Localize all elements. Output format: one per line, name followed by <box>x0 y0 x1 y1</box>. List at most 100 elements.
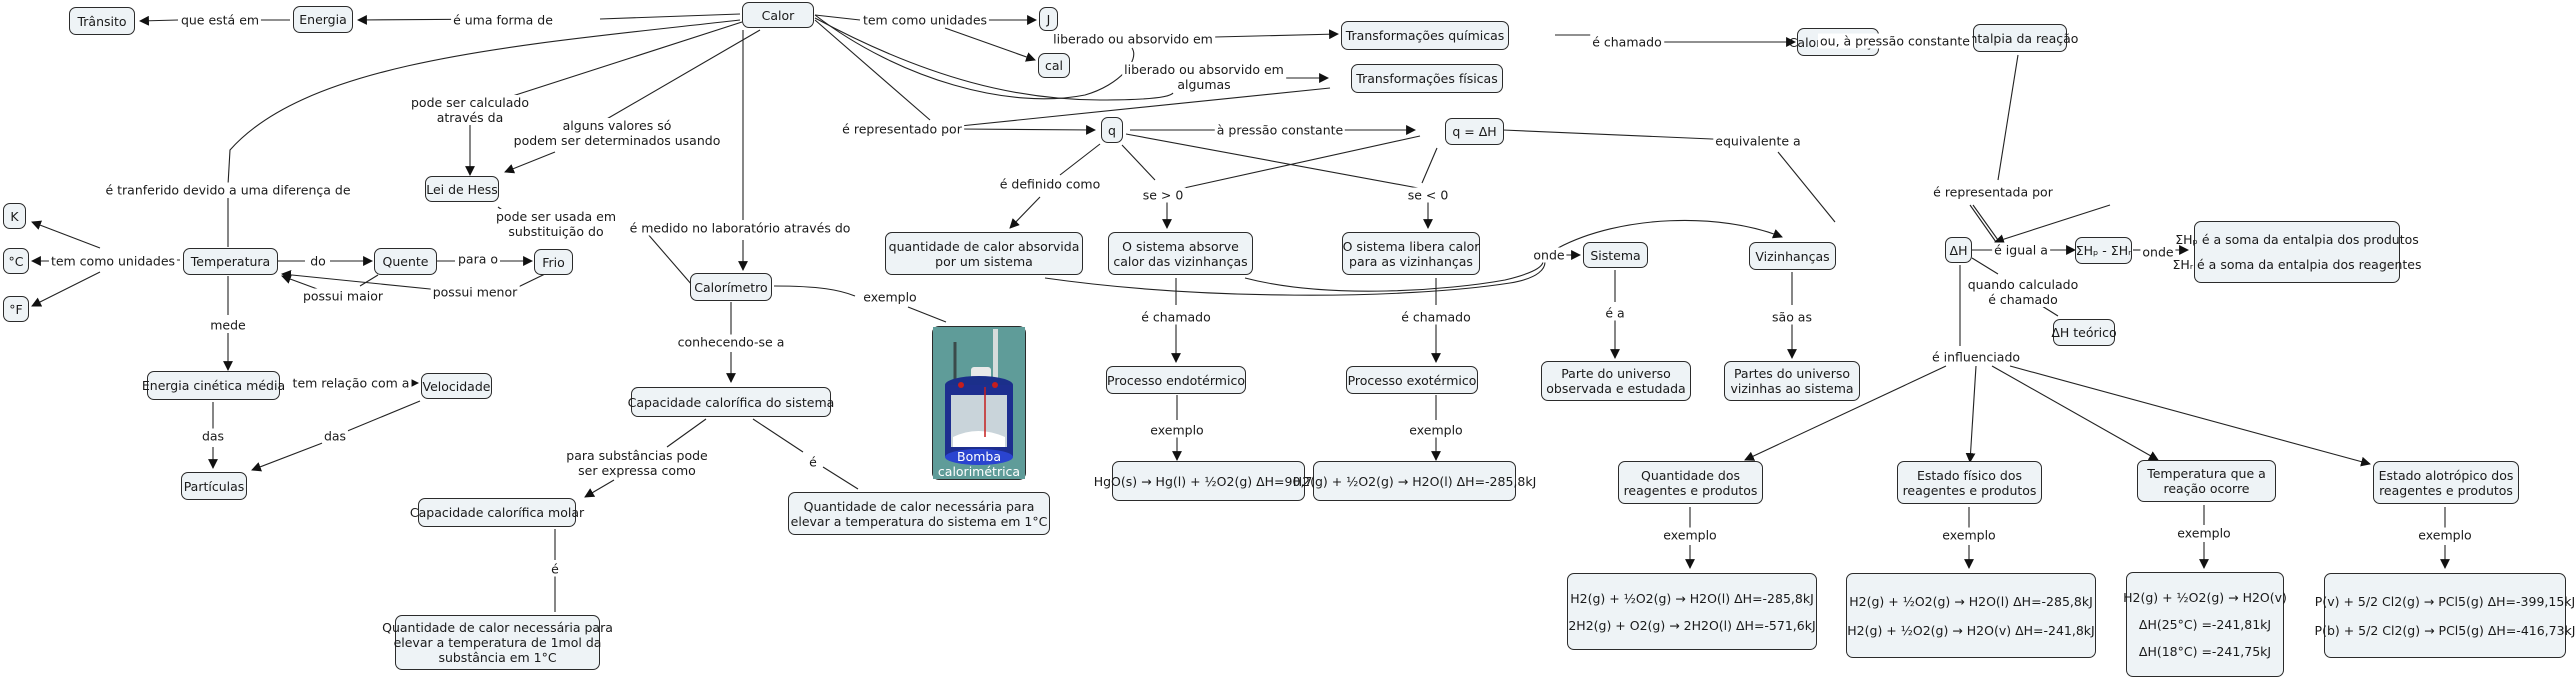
node-label-line: ΣHₚ é a soma da entalpia dos produtos <box>2175 232 2419 247</box>
node-cap-sistema[interactable]: Capacidade calorífica do sistema <box>628 387 834 417</box>
node-fahrenheit[interactable]: °F <box>3 296 29 322</box>
link-line: para substâncias pode <box>566 448 708 463</box>
edge-qdh-semaior <box>1183 135 1421 189</box>
node-estado-fisico[interactable]: Estado físico dos reagentes e produtos <box>1897 461 2042 504</box>
edge-calor-energia <box>599 13 741 20</box>
link-se-menor: se < 0 <box>1405 187 1451 203</box>
node-label-line: substância em 1°C <box>438 650 557 665</box>
node-celsius[interactable]: °C <box>3 248 29 274</box>
node-dh-teorico[interactable]: ΔH teórico <box>2051 319 2117 346</box>
node-label: ΣHₚ - ΣHᵣ <box>2075 243 2132 258</box>
node-def-molar[interactable]: Quantidade de calor necessária para elev… <box>382 615 613 670</box>
node-transf-fisicas[interactable]: Transformações físicas <box>1351 64 1503 93</box>
edge-vel-das <box>344 400 421 433</box>
node-soma[interactable]: ΣHₚ - ΣHᵣ <box>2075 237 2132 264</box>
equation-text: ΔH(18°C) =-241,75kJ <box>2138 644 2272 659</box>
node-quente[interactable]: Quente <box>374 248 437 275</box>
node-label-line: reação ocorre <box>2163 481 2250 496</box>
node-entalpia-reacao[interactable]: Entalpia da reação <box>1962 24 2078 52</box>
edge-rep-dh <box>1972 204 1999 241</box>
node-J[interactable]: J <box>1039 7 1058 31</box>
node-qtd-absorvida[interactable]: quantidade de calor absorvida por um sis… <box>885 232 1083 275</box>
node-label: Processo exotérmico <box>1347 372 1477 388</box>
node-temperatura[interactable]: Temperatura <box>183 248 278 275</box>
link-line: alguns valores só <box>562 118 672 133</box>
node-energia-cinetica[interactable]: Energia cinética média <box>142 371 285 400</box>
link-chamado-exo: é chamado <box>1399 309 1473 325</box>
node-q[interactable]: q <box>1101 117 1123 143</box>
node-label: Trânsito <box>77 13 127 29</box>
link-se-maior: se > 0 <box>1140 187 1186 203</box>
link-medido-lab: é medido no laboratório através do <box>627 220 853 236</box>
node-sistema[interactable]: Sistema <box>1583 242 1648 268</box>
bomba-calorimetrica-image[interactable]: Bomba calorimétrica <box>932 326 1026 480</box>
link-line: quando calculado <box>1967 277 2079 292</box>
node-soma-def[interactable]: ΣHₚ é a soma da entalpia dos produtos ΣH… <box>2173 221 2421 283</box>
edge-onde-vizinhancas <box>1557 219 1783 249</box>
node-label-line: Quantidade dos <box>1640 467 1740 483</box>
equation-temperatura[interactable]: H2(g) + ½O2(g) → H2O(v) ΔH(25°C) =-241,8… <box>2123 572 2287 677</box>
node-transf-quimicas[interactable]: Transformações químicas <box>1341 21 1509 50</box>
node-dh[interactable]: ΔH <box>1945 237 1972 263</box>
node-calor[interactable]: Calor <box>742 2 814 28</box>
link-e-chamado-calor: é chamado <box>1590 34 1664 50</box>
node-endotermico[interactable]: Processo endotérmico <box>1106 366 1246 394</box>
edge-infl-qtd <box>1744 365 1947 461</box>
node-sis-absorve[interactable]: O sistema absorve calor das vizinhanças <box>1108 232 1253 275</box>
edge-infl-temp <box>1991 365 2159 461</box>
equation-alotropico[interactable]: P(v) + 5/2 Cl2(g) → PCl5(g) ΔH=-399,15kJ… <box>2315 573 2575 658</box>
node-label-line: reagentes e produtos <box>1902 482 2037 498</box>
node-label: Partículas <box>183 478 245 494</box>
node-label: J <box>1046 11 1051 27</box>
node-K[interactable]: K <box>3 203 26 229</box>
node-transito[interactable]: Trânsito <box>69 7 135 35</box>
node-exotermico[interactable]: Processo exotérmico <box>1346 366 1478 394</box>
link-definido: é definido como <box>997 176 1103 192</box>
node-temp-reacao[interactable]: Temperatura que a reação ocorre <box>2137 460 2276 502</box>
node-label-line: observada e estudada <box>1546 381 1686 396</box>
link-possui-menor: possui menor <box>430 284 520 300</box>
node-label: Transformações físicas <box>1356 71 1498 86</box>
node-label: Sistema <box>1590 247 1641 263</box>
node-sis-libera[interactable]: O sistema libera calor para as vizinhanç… <box>1342 232 1480 275</box>
node-label-line: O sistema absorve <box>1122 238 1239 254</box>
link-pressao: à pressão constante <box>1214 122 1346 138</box>
node-frio[interactable]: Frio <box>534 249 573 275</box>
node-energia[interactable]: Energia <box>293 6 353 33</box>
node-label: Capacidade calorífica molar <box>409 505 585 520</box>
equation-text: H2(g) + ½O2(g) → H2O(v) <box>2123 590 2287 605</box>
node-cap-molar[interactable]: Capacidade calorífica molar <box>410 498 584 527</box>
node-label: Temperatura <box>190 254 271 269</box>
edge-transito-arrow <box>139 15 179 26</box>
node-estado-alotropico[interactable]: Estado alotrópico dos reagentes e produt… <box>2373 461 2519 504</box>
link-e-a: é a <box>1603 305 1627 321</box>
node-label: Velocidade <box>422 378 491 394</box>
edge-quente-maior <box>359 274 379 287</box>
node-parte-universo[interactable]: Parte do universo observada e estudada <box>1541 361 1691 401</box>
edge-liberado1-quimicas <box>1214 29 1339 40</box>
link-line: pode ser usada em <box>495 209 617 224</box>
equation-endotermico[interactable]: HgO(s) → Hg(l) + ½O2(g) ΔH=90,7kJ <box>1094 461 1323 501</box>
node-label: q <box>1108 122 1116 138</box>
node-label: cal <box>1044 58 1063 73</box>
node-label-line: Partes do universo <box>1733 366 1851 381</box>
equation-estado-fisico[interactable]: H2(g) + ½O2(g) → H2O(l) ΔH=-285,8kJ H2(g… <box>1846 573 2096 658</box>
node-q-dh[interactable]: q = ΔH <box>1445 118 1504 145</box>
link-para-o: para o <box>455 251 501 267</box>
node-cal[interactable]: cal <box>1038 53 1070 78</box>
edge-units-F <box>31 271 101 307</box>
node-def-sistema[interactable]: Quantidade de calor necessária para elev… <box>788 492 1050 535</box>
edge-para-molar <box>584 479 615 498</box>
node-qtd-reag[interactable]: Quantidade dos reagentes e produtos <box>1618 461 1763 504</box>
equation-quantidade[interactable]: H2(g) + ½O2(g) → H2O(l) ΔH=-285,8kJ 2H2(… <box>1567 573 1817 650</box>
node-partes-universo[interactable]: Partes do universo vizinhas ao sistema <box>1724 361 1860 401</box>
node-calorimetro[interactable]: Calorímetro <box>690 273 772 301</box>
equation-text: H2(g) + ½O2(g) → H2O(l) ΔH=-285,8kJ <box>1570 590 1814 606</box>
node-lei-hess[interactable]: Lei de Hess <box>425 176 499 202</box>
equation-exotermico[interactable]: H2(g) + ½O2(g) → H2O(l) ΔH=-285,8kJ <box>1293 461 1536 501</box>
node-velocidade[interactable]: Velocidade <box>421 373 492 399</box>
link-chamado-endo: é chamado <box>1139 309 1213 325</box>
node-particulas[interactable]: Partículas <box>181 472 247 500</box>
node-vizinhancas[interactable]: Vizinhanças <box>1749 242 1836 270</box>
equation-text: ΔH(25°C) =-241,81kJ <box>2138 617 2272 632</box>
